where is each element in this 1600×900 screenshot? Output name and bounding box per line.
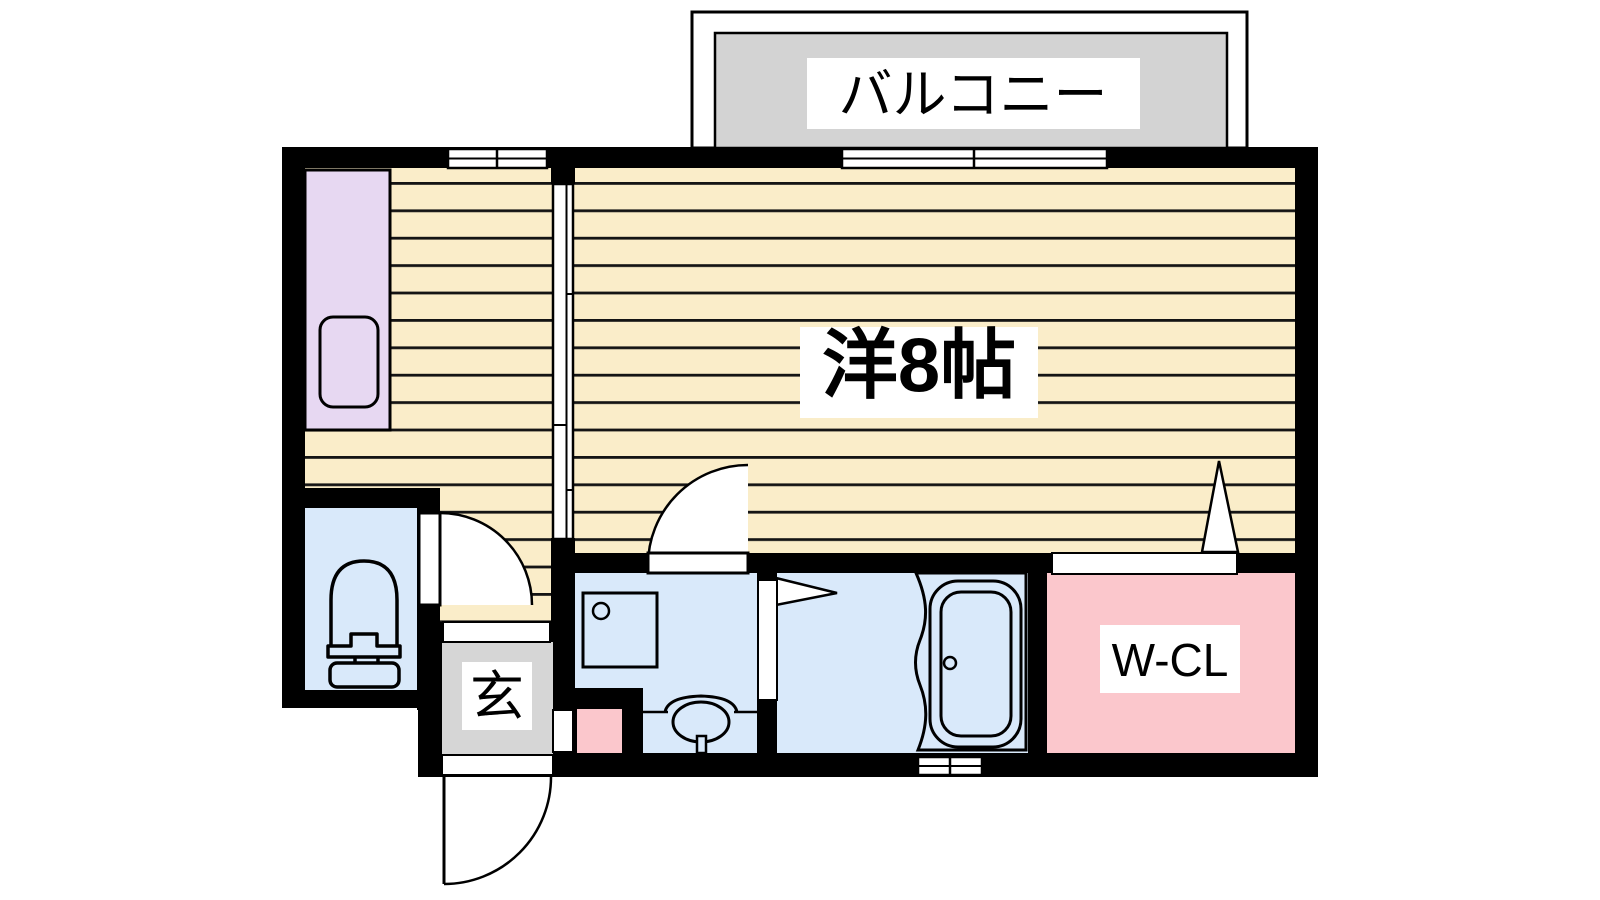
sliding-door bbox=[551, 182, 575, 541]
washing-machine-pan bbox=[581, 591, 659, 669]
main-room-label: 洋8帖 bbox=[822, 324, 1016, 409]
partition-lower-wall bbox=[551, 538, 575, 710]
bathtub-rim-outer bbox=[928, 579, 1023, 749]
kitchen-window bbox=[446, 147, 549, 170]
entrance-label: 玄 bbox=[470, 667, 524, 727]
washbasin-rim bbox=[663, 694, 739, 713]
washing-machine-drain-icon bbox=[591, 601, 611, 621]
wcl-label-box bbox=[1100, 625, 1240, 693]
toilet-door-leaf bbox=[417, 511, 442, 607]
bathroom-floor bbox=[777, 573, 1028, 753]
toilet-base bbox=[328, 661, 401, 689]
washroom-door bbox=[646, 463, 750, 575]
entry-door-arc bbox=[443, 776, 553, 886]
toilet bbox=[326, 559, 402, 689]
toilet-tank bbox=[326, 632, 402, 659]
bathtub-drain-icon bbox=[942, 655, 958, 671]
entrance-label-box bbox=[462, 662, 532, 730]
entrance-alcove bbox=[552, 709, 622, 753]
entry-door-opening bbox=[441, 754, 554, 776]
wcl-door-triangle-icon bbox=[1200, 460, 1240, 554]
windows bbox=[446, 147, 1109, 777]
partition-stub-wall bbox=[551, 168, 575, 184]
wcl-opening bbox=[1051, 552, 1238, 575]
kitchen-sink bbox=[318, 315, 380, 409]
wcl-label: W-CL bbox=[1112, 634, 1229, 686]
toilet-bowl bbox=[329, 559, 399, 646]
balcony-window bbox=[840, 147, 1109, 170]
bathtub-rim-inner bbox=[939, 590, 1013, 738]
entrance-hall: 玄 bbox=[442, 621, 553, 755]
toilet-door-swing bbox=[440, 513, 532, 605]
toilet-room bbox=[305, 508, 417, 690]
entry-door-swing bbox=[444, 777, 551, 884]
balcony: バルコニー bbox=[690, 10, 1249, 150]
toilet-door bbox=[417, 511, 534, 607]
alcove-floor bbox=[577, 709, 622, 753]
kitchen-counter bbox=[303, 168, 392, 432]
balcony-label-box bbox=[807, 58, 1140, 129]
toilet-top-wall bbox=[303, 488, 440, 508]
bathroom-window bbox=[916, 755, 984, 777]
washroom-floor bbox=[575, 573, 757, 753]
washbasin bbox=[643, 694, 757, 755]
main-room-label-box bbox=[800, 327, 1038, 418]
entrance-step bbox=[442, 621, 551, 643]
bathroom bbox=[757, 571, 1028, 753]
entry-door bbox=[441, 754, 554, 886]
washbasin-pedestal bbox=[695, 734, 708, 755]
bathtub-outline bbox=[913, 571, 1028, 752]
washroom-door-arc bbox=[646, 463, 749, 566]
balcony-label: バルコニー bbox=[839, 65, 1108, 125]
bathroom-door-leaf bbox=[757, 579, 778, 701]
main-room: 洋8帖 bbox=[800, 324, 1038, 418]
bathtub bbox=[913, 571, 1028, 752]
alcove-door-leaf bbox=[552, 709, 574, 753]
washroom bbox=[575, 573, 757, 755]
sliding-door-track bbox=[551, 182, 575, 541]
washroom-door-swing bbox=[648, 465, 748, 565]
toilet-door-arc bbox=[439, 511, 534, 606]
walk-in-closet: W-CL bbox=[1047, 460, 1295, 753]
washroom-door-leaf bbox=[646, 551, 750, 575]
